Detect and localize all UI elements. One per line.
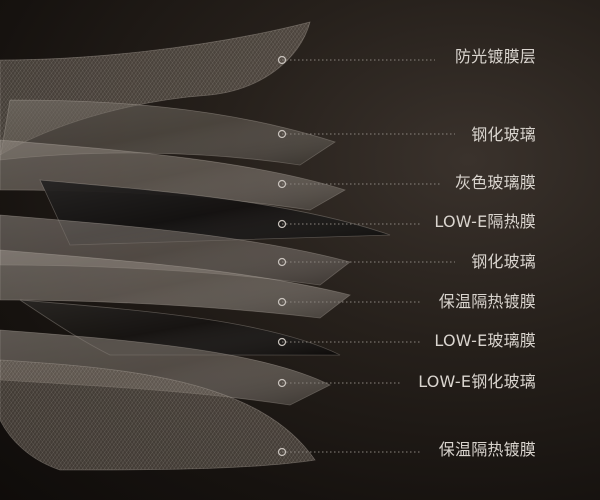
layer-label-3: 灰色玻璃膜: [454, 173, 536, 192]
layer-label-2: 钢化玻璃: [471, 125, 536, 144]
layer-label-7: LOW-E玻璃膜: [434, 331, 536, 350]
layer-label-5: 钢化玻璃: [471, 252, 536, 271]
layer-label-4: LOW-E隔热膜: [434, 212, 536, 231]
layer-label-9: 保温隔热镀膜: [438, 440, 536, 459]
leader-dot-4: [277, 219, 287, 229]
layer-mesh-1: [0, 22, 310, 155]
layer-sheen-8: [0, 330, 330, 405]
layer-sheen-6: [0, 250, 350, 318]
layer-sheen-5: [0, 215, 350, 285]
leader-dot-8: [277, 378, 287, 388]
leader-dot-2: [277, 129, 287, 139]
leader-dot-6: [277, 297, 287, 307]
leader-dot-7: [277, 337, 287, 347]
leader-dot-1: [277, 55, 287, 65]
layer-label-8: LOW-E钢化玻璃: [418, 372, 536, 391]
layer-label-1: 防光镀膜层: [454, 47, 536, 66]
layer-label-6: 保温隔热镀膜: [438, 292, 536, 311]
leader-dot-5: [277, 257, 287, 267]
layer-mesh-9: [0, 360, 315, 470]
leader-dot-3: [277, 179, 287, 189]
leader-dot-9: [277, 447, 287, 457]
layer-sheen-3: [0, 140, 345, 210]
